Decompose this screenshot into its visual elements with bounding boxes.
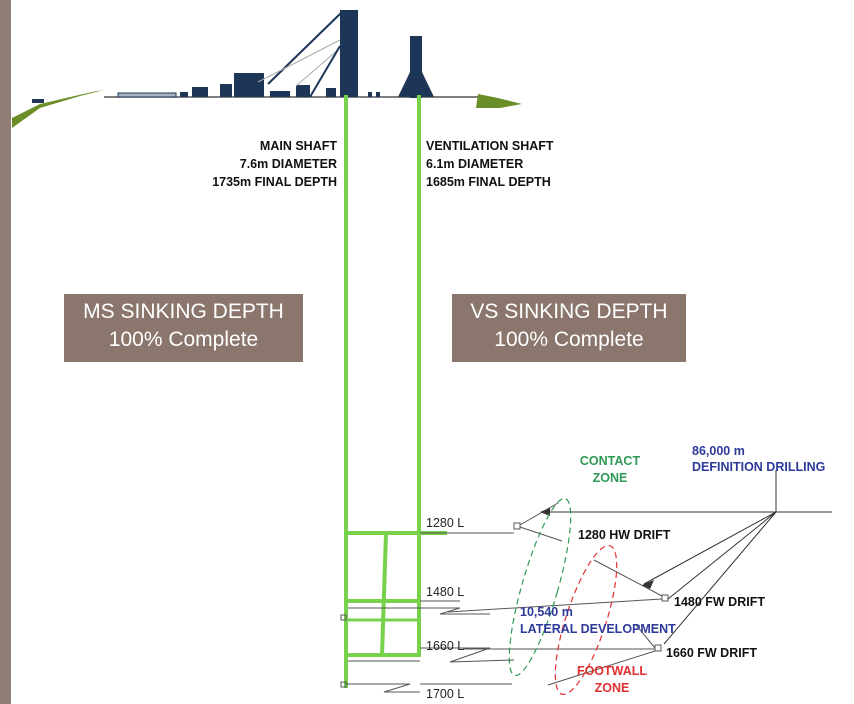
building bbox=[326, 88, 336, 97]
vs-box-title: VS SINKING DEPTH bbox=[470, 300, 668, 323]
terrain-right bbox=[476, 94, 522, 108]
level-label-1480: 1480 L bbox=[426, 585, 464, 599]
building bbox=[296, 85, 310, 97]
level-label-1660: 1660 L bbox=[426, 639, 464, 653]
contact-zone-label-1: CONTACT bbox=[580, 454, 641, 468]
drift-lines bbox=[447, 502, 669, 686]
main-headframe-cable bbox=[295, 47, 341, 87]
contact-zone-label-2: ZONE bbox=[593, 471, 628, 485]
main-headframe-cable bbox=[257, 39, 341, 83]
main-headframe bbox=[340, 10, 358, 97]
level-lines bbox=[340, 532, 515, 693]
footwall-zone-ellipse bbox=[554, 544, 618, 696]
vs-sinking-depth-box: VS SINKING DEPTH 100% Complete bbox=[452, 294, 686, 362]
drift-1660-fw: 1660 FW DRIFT bbox=[666, 646, 757, 660]
level-label-1700: 1700 L bbox=[426, 687, 464, 701]
ms-sinking-depth-box: MS SINKING DEPTH 100% Complete bbox=[64, 294, 303, 362]
surface-buildings bbox=[32, 73, 380, 103]
vent-shaft-name: VENTILATION SHAFT bbox=[426, 139, 554, 153]
building bbox=[192, 87, 208, 97]
building bbox=[220, 84, 232, 97]
building bbox=[32, 99, 44, 103]
building bbox=[376, 92, 380, 97]
conveyor-structure bbox=[117, 92, 177, 98]
ms-box-status: 100% Complete bbox=[108, 328, 259, 351]
building bbox=[270, 91, 290, 97]
main-headframe-brace bbox=[309, 45, 341, 98]
main-shaft-depth: 1735m FINAL DEPTH bbox=[212, 175, 337, 189]
drilling-fan-lines bbox=[542, 470, 832, 645]
terrain-left bbox=[12, 90, 104, 128]
arrowhead bbox=[540, 508, 550, 516]
drift-1280-hw: 1280 HW DRIFT bbox=[578, 528, 671, 542]
internal-raise bbox=[380, 532, 388, 656]
main-shaft-name: MAIN SHAFT bbox=[260, 139, 337, 153]
level-label-1280: 1280 L bbox=[426, 516, 464, 530]
arrowhead bbox=[642, 580, 654, 589]
vs-box-status: 100% Complete bbox=[494, 328, 644, 351]
drilling-label: DEFINITION DRILLING bbox=[692, 460, 825, 474]
drift-1480-fw: 1480 FW DRIFT bbox=[674, 595, 765, 609]
drilling-amount: 86,000 m bbox=[692, 444, 745, 458]
lateral-amount: 10,540 m bbox=[520, 605, 573, 619]
lateral-label: LATERAL DEVELOPMENT bbox=[520, 622, 676, 636]
main-headframe-cable bbox=[267, 11, 343, 85]
contact-zone-ellipse bbox=[508, 497, 572, 677]
building bbox=[234, 73, 264, 97]
vent-shaft-diameter: 6.1m DIAMETER bbox=[426, 157, 523, 171]
left-border-bar bbox=[0, 0, 11, 704]
building bbox=[180, 92, 188, 97]
ms-box-title: MS SINKING DEPTH bbox=[83, 300, 284, 323]
vent-shaft-depth: 1685m FINAL DEPTH bbox=[426, 175, 551, 189]
building bbox=[368, 92, 372, 97]
vent-headframe-base bbox=[398, 72, 434, 97]
footwall-zone-label-1: FOOTWALL bbox=[577, 664, 647, 678]
main-shaft-diameter: 7.6m DIAMETER bbox=[240, 157, 337, 171]
footwall-zone-label-2: ZONE bbox=[595, 681, 630, 695]
